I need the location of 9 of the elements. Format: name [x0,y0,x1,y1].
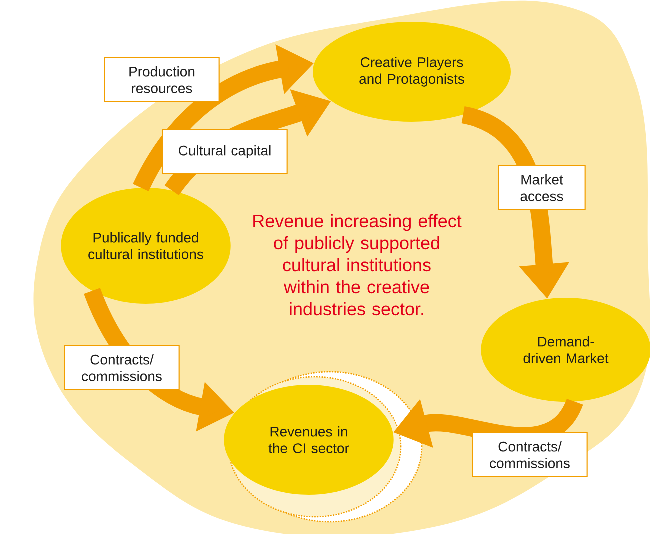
edge-label: Contracts/ commissions [472,432,588,478]
ellipse-node: Creative Players and Protagonists [313,22,511,122]
center-text: Revenue increasing effect of publicly supported cultural institutions within the creative industries sector. [254,214,462,316]
edge-label: Production resources [104,57,220,103]
edge-label: Cultural capital [162,129,288,175]
ellipse-node: Revenues in the CI sector [224,385,394,495]
edge-label: Market access [498,165,586,211]
ellipse-node: Publically funded cultural institutions [61,188,231,304]
edge-label: Contracts/ commissions [64,345,180,391]
